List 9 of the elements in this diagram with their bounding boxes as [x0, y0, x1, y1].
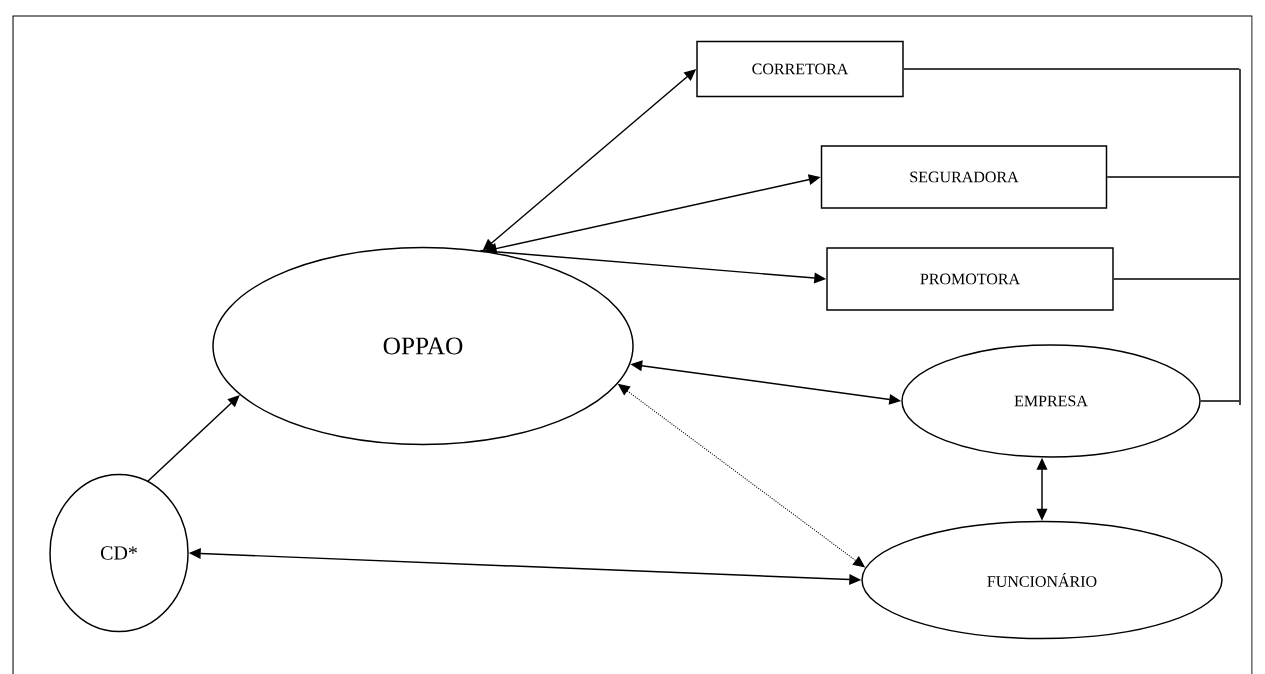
arrow	[147, 395, 240, 482]
process-box: CORRETORA	[696, 40, 904, 98]
process-box: SEGURADORA	[820, 145, 1108, 209]
connector-line	[1106, 176, 1240, 178]
connector-bar	[1239, 68, 1241, 406]
connector-line	[1200, 400, 1240, 402]
connector-line	[1113, 278, 1240, 280]
connector-line	[903, 68, 1240, 70]
process-box: PROMOTORA	[826, 247, 1114, 311]
